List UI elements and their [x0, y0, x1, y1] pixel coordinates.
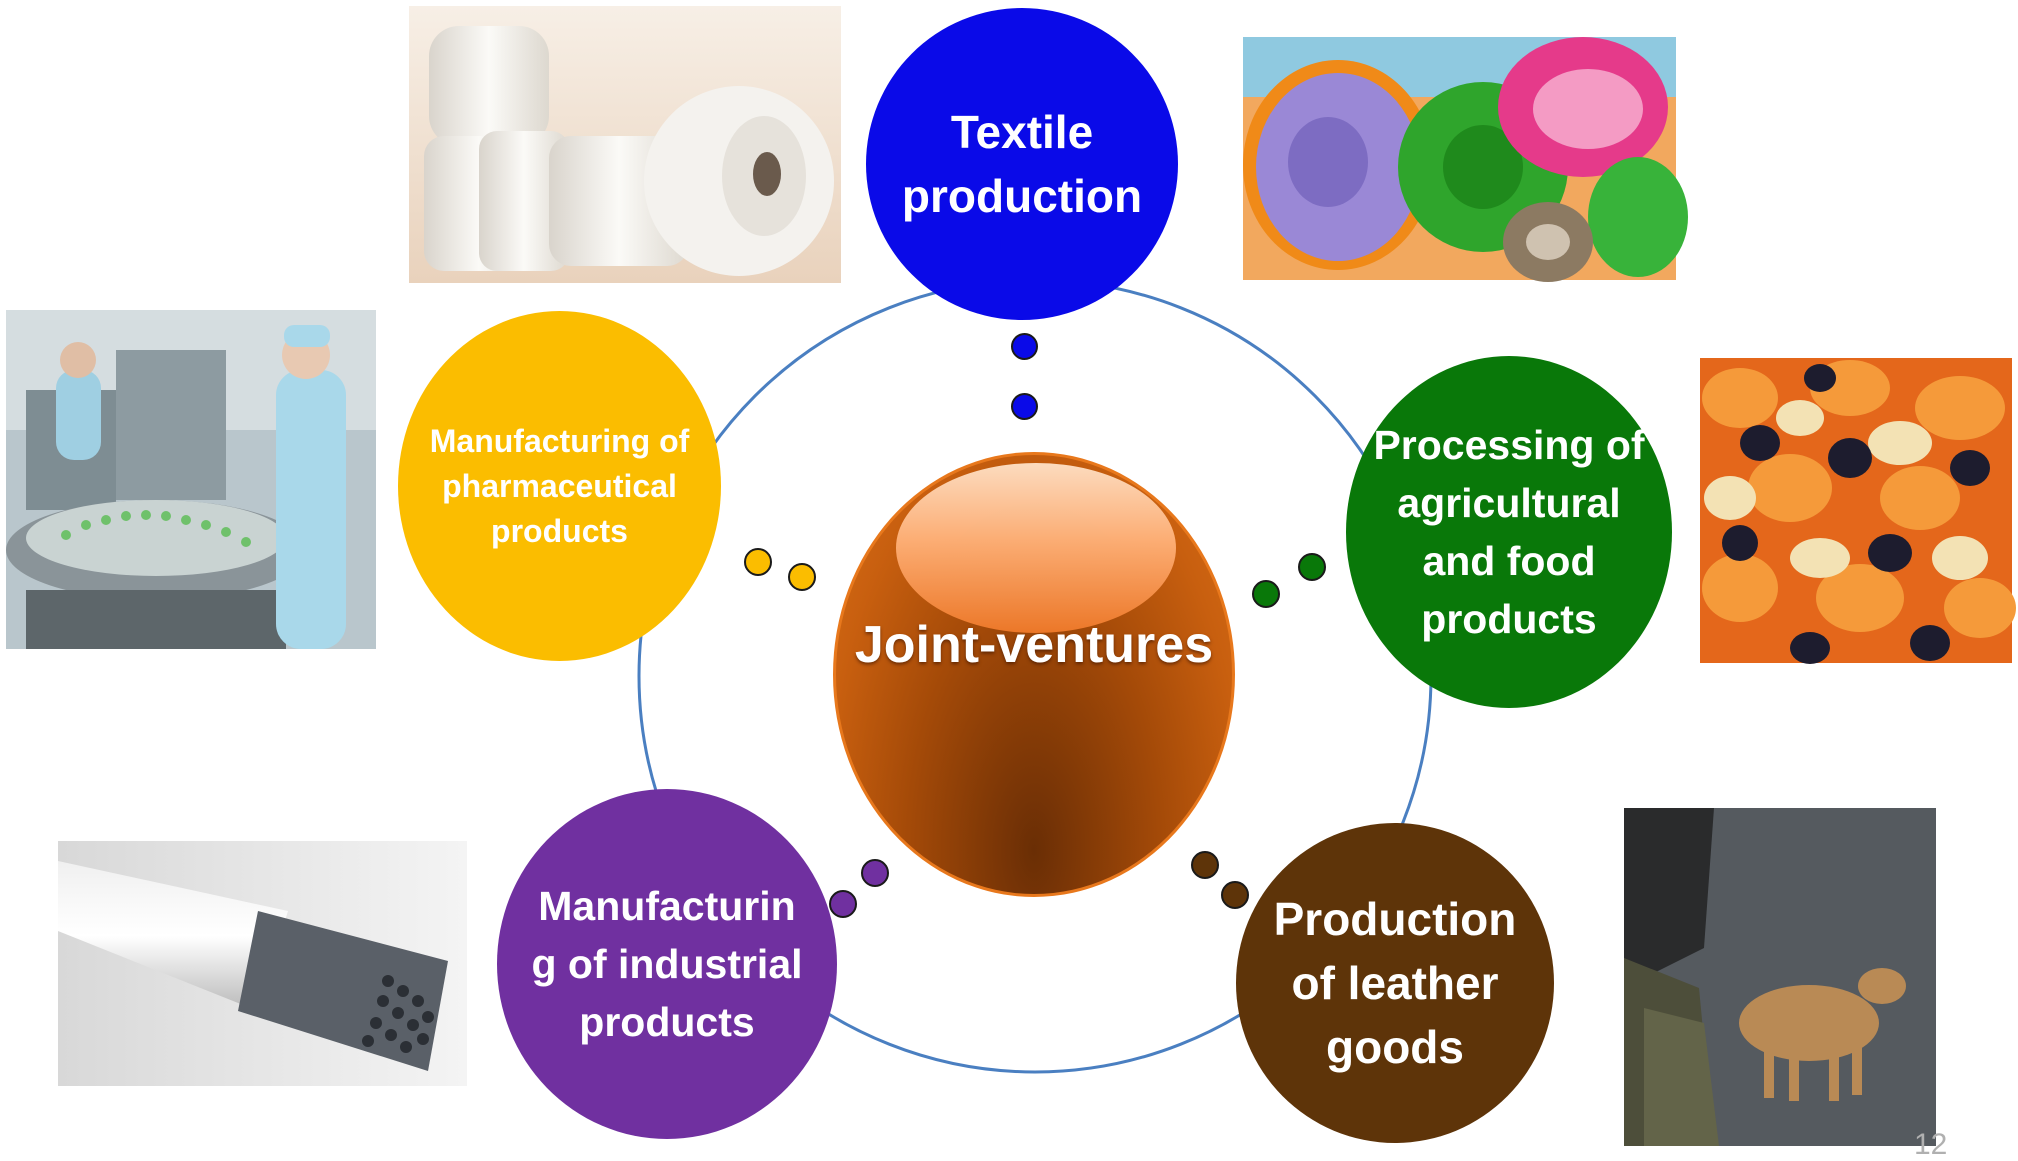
center-label: Joint-ventures — [854, 616, 1214, 674]
connector-dot — [1011, 393, 1038, 420]
node-label-line: products — [491, 512, 628, 549]
node-label-line: Manufacturing of — [429, 422, 690, 459]
node-label-line: Manufacturin — [538, 883, 796, 929]
connector-dot — [1191, 851, 1219, 879]
node-label-line: Processing of — [1373, 422, 1645, 468]
pharmaceutical-products-node: Manufacturing of pharmaceutical products — [398, 311, 721, 661]
connector-dot — [861, 859, 889, 887]
fabrics-photo — [1243, 37, 1688, 282]
connector-dot — [744, 548, 772, 576]
page-number: 12 — [1914, 1128, 1948, 1161]
pharmaceutical-lab-photo — [6, 310, 376, 649]
leather-goods-node: Production of leather goods — [1236, 823, 1554, 1143]
connector-dot — [1221, 881, 1249, 909]
leather-photo — [1624, 808, 1936, 1146]
node-label-line: agricultural — [1397, 480, 1621, 526]
node-label-line: pharmaceutical — [442, 467, 677, 504]
node-label-line: g of industrial — [531, 941, 803, 987]
center-node: Joint-ventures — [833, 452, 1235, 897]
node-label-line: Production — [1273, 893, 1517, 945]
node-label-line: products — [1421, 596, 1597, 642]
textile-production-node: Textile production — [866, 8, 1178, 320]
agricultural-food-products-node: Processing of agricultural and food prod… — [1346, 356, 1672, 708]
connector-dot — [1011, 333, 1038, 360]
node-label-line: of leather — [1291, 957, 1499, 1009]
welding-rods-photo — [58, 841, 467, 1086]
connector-dot — [1298, 553, 1326, 581]
node-label-line: production — [901, 170, 1143, 222]
connector-dot — [1252, 580, 1280, 608]
node-label-line: Textile — [950, 106, 1094, 158]
connector-dot — [829, 890, 857, 918]
node-label-line: and food — [1422, 538, 1596, 584]
industrial-products-node: Manufacturin g of industrial products — [497, 789, 837, 1139]
connector-dot — [788, 563, 816, 591]
center-gloss — [896, 463, 1176, 633]
dried-fruits-photo — [1700, 358, 2016, 664]
yarn-cones-photo — [409, 6, 841, 283]
node-label-line: goods — [1326, 1021, 1464, 1073]
node-label-line: products — [579, 999, 755, 1045]
